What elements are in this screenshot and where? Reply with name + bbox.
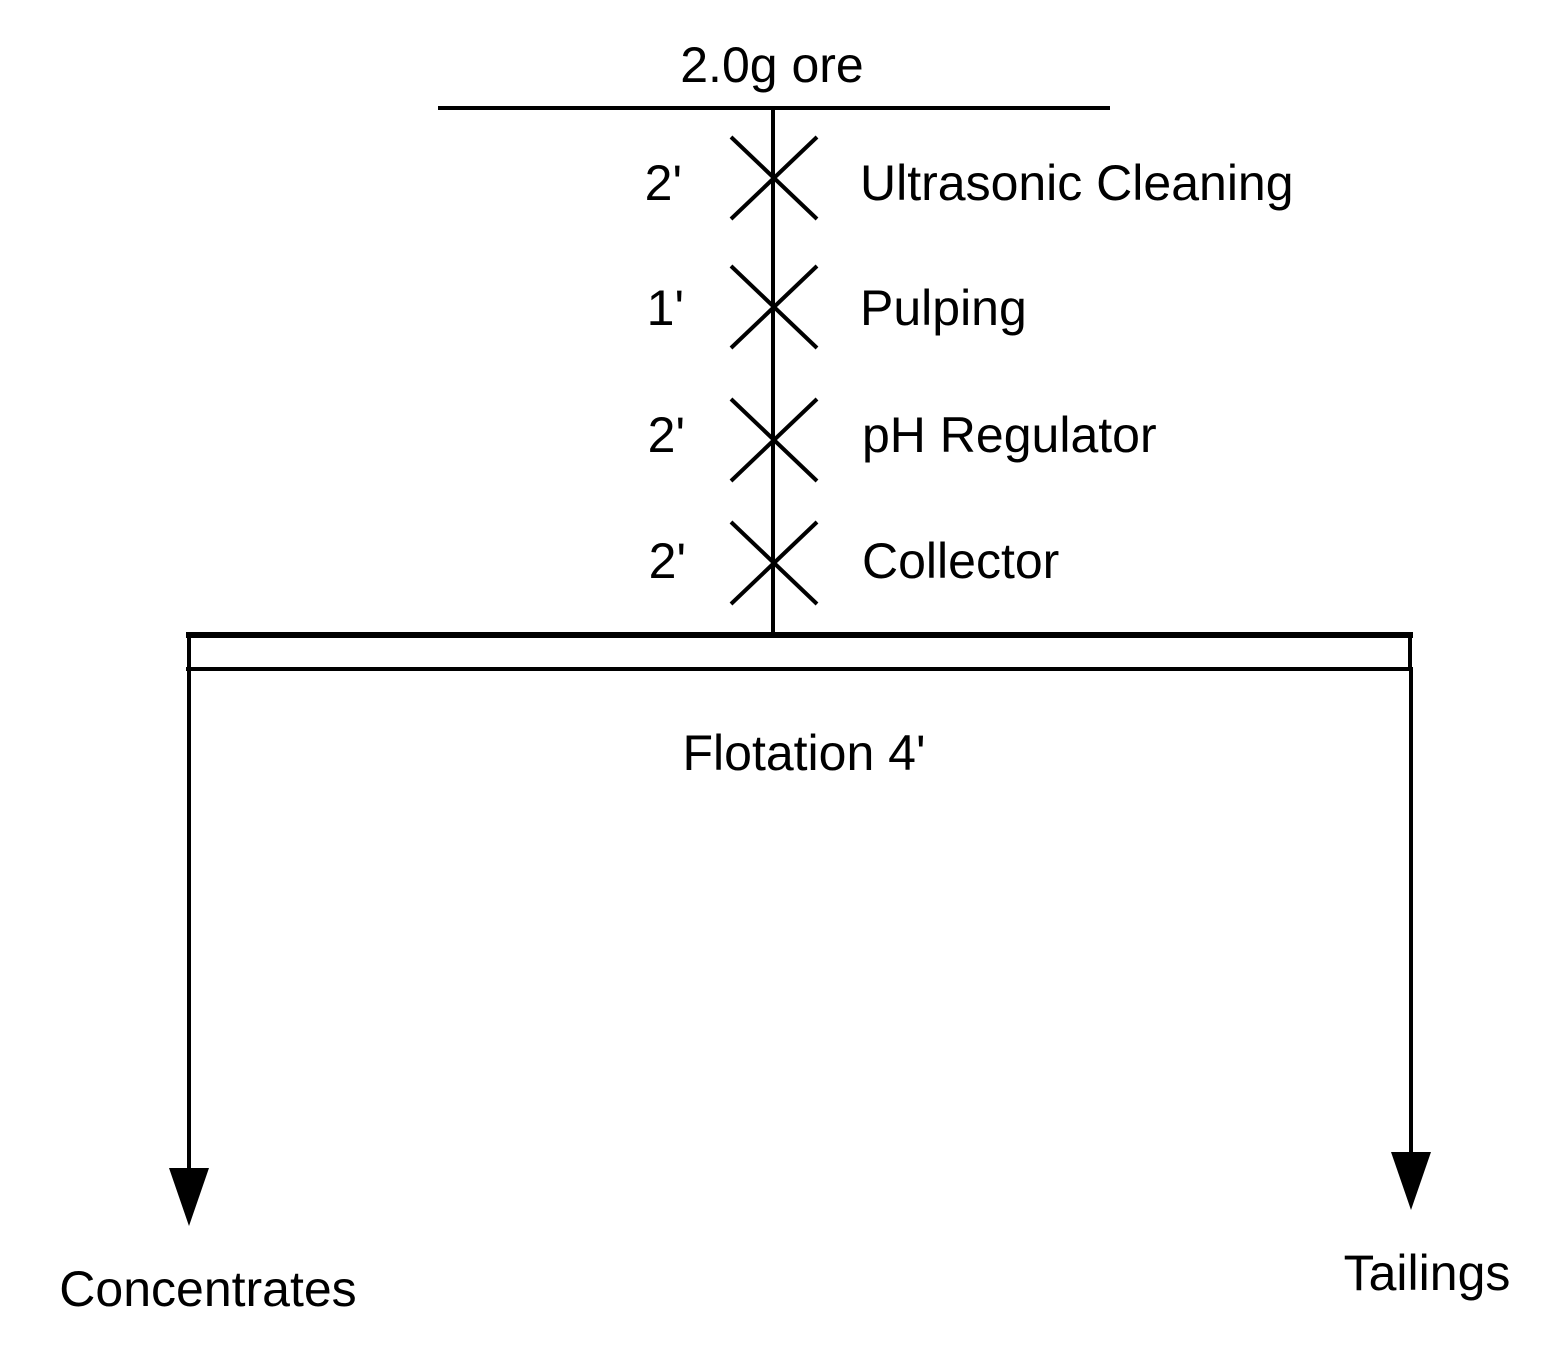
step-time: 2'	[648, 407, 685, 463]
flotation-label: Flotation 4'	[682, 725, 925, 781]
arrow-down-icon	[1391, 1152, 1431, 1210]
conditioning-cross-icon	[729, 397, 819, 483]
step-label: Collector	[862, 533, 1059, 589]
tailings-stream	[1391, 669, 1431, 1210]
concentrates-stream	[169, 669, 209, 1226]
step-time: 2'	[649, 533, 686, 589]
step-collector: 2' Collector	[649, 520, 1059, 606]
concentrates-label: Concentrates	[59, 1261, 356, 1317]
step-pulping: 1' Pulping	[647, 264, 1027, 350]
tailings-label: Tailings	[1344, 1245, 1511, 1301]
conditioning-cross-icon	[729, 264, 819, 350]
arrow-down-icon	[169, 1168, 209, 1226]
flotation-cell	[186, 632, 1413, 671]
step-label: pH Regulator	[862, 407, 1157, 463]
step-ultrasonic-cleaning: 2' Ultrasonic Cleaning	[645, 135, 1294, 221]
feed-label: 2.0g ore	[680, 37, 863, 93]
step-label: Pulping	[860, 280, 1027, 336]
step-time: 1'	[647, 280, 684, 336]
conditioning-cross-icon	[729, 135, 819, 221]
step-time: 2'	[645, 155, 682, 211]
conditioning-cross-icon	[729, 520, 819, 606]
step-ph-regulator: 2' pH Regulator	[648, 397, 1157, 483]
step-label: Ultrasonic Cleaning	[860, 155, 1294, 211]
